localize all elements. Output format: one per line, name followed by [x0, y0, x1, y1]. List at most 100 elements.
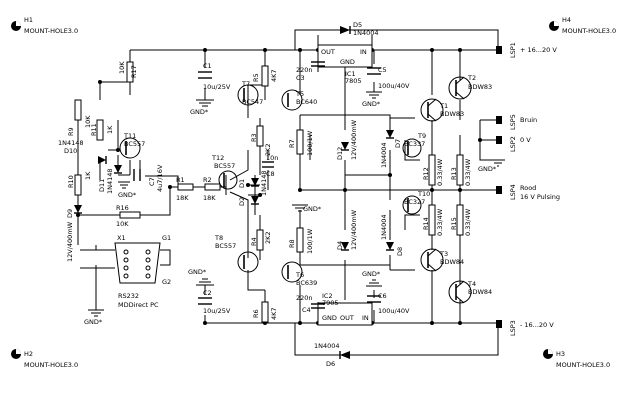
svg-text:LSP1: LSP1	[509, 42, 517, 58]
svg-text:T9: T9	[417, 132, 426, 140]
diode-d9: D9 12V/400mW	[66, 205, 82, 262]
resistor-r15: R15 0.33/4W	[450, 204, 472, 236]
resistor-r2: R2 18K	[203, 176, 221, 202]
diode-d6: 1N4004 D6	[314, 342, 350, 368]
transistor-t12: T12 BC557	[211, 154, 238, 190]
svg-text:R16: R16	[116, 204, 129, 212]
transistor-t2: T2 BDW83	[448, 74, 492, 100]
svg-text:100/1W: 100/1W	[306, 130, 314, 156]
svg-text:10n: 10n	[266, 154, 278, 162]
resistor-r8: R8 100/1W	[288, 227, 314, 254]
connector-x1: X1 G1 G2 RS232 MDDirect PC	[114, 234, 171, 309]
diode-d2: D2 1N4148	[238, 170, 268, 206]
connector-lsp3: LSP3 - 16...20 V	[496, 320, 554, 336]
svg-text:18K: 18K	[203, 194, 216, 202]
capacitor-c6: C6 100u/40V	[367, 292, 410, 315]
svg-text:7905: 7905	[322, 299, 339, 307]
svg-text:10u/25V: 10u/25V	[203, 307, 231, 315]
svg-text:1N4148: 1N4148	[106, 168, 114, 194]
svg-text:BC337: BC337	[404, 140, 425, 148]
svg-text:C1: C1	[203, 62, 212, 70]
svg-text:IC2: IC2	[322, 292, 333, 300]
svg-text:R10: R10	[67, 175, 75, 188]
svg-text:10K: 10K	[84, 115, 92, 128]
svg-text:0.33/4W: 0.33/4W	[436, 208, 444, 236]
connector-lsp1: LSP1 + 16...20 V	[496, 42, 557, 58]
mount-hole-h1: H1 MOUNT-HOLE3.0	[11, 16, 78, 35]
svg-text:D2: D2	[238, 197, 246, 206]
svg-text:BDW84: BDW84	[440, 258, 464, 266]
connector-lsp5: LSP5 Bruin	[496, 114, 537, 130]
svg-text:R13: R13	[450, 167, 458, 180]
transistor-t6: T6 BC639	[281, 261, 317, 287]
svg-text:BC557: BC557	[124, 140, 145, 148]
transistor-t9: T9 BC337	[402, 132, 426, 158]
svg-text:MOUNT-HOLE3.0: MOUNT-HOLE3.0	[562, 27, 616, 35]
svg-text:C2: C2	[203, 289, 212, 297]
svg-text:H2: H2	[24, 350, 33, 358]
svg-text:D11: D11	[98, 179, 106, 192]
svg-text:R1: R1	[176, 176, 185, 184]
svg-text:R5: R5	[252, 73, 260, 82]
svg-text:MOUNT-HOLE3.0: MOUNT-HOLE3.0	[556, 361, 610, 369]
svg-text:H3: H3	[556, 350, 565, 358]
svg-text:GND: GND	[322, 314, 337, 322]
svg-text:G1: G1	[162, 234, 171, 242]
svg-text:T8: T8	[214, 234, 223, 242]
diode-d11: D11 1N4148	[98, 165, 122, 194]
svg-text:BC327: BC327	[404, 198, 425, 206]
connector-lsp4: LSP4 Rood 16 V Pulsing	[496, 184, 560, 201]
transistor-t10: T10 BC327	[402, 190, 430, 215]
svg-text:GND*: GND*	[362, 270, 381, 278]
svg-text:GND*: GND*	[188, 268, 207, 276]
svg-text:4K7: 4K7	[270, 307, 278, 320]
mount-hole-h4: H4 MOUNT-HOLE3.0	[549, 16, 616, 35]
transistor-t5: T5 BC640	[281, 89, 317, 111]
svg-text:R9: R9	[67, 127, 75, 136]
capacitor-c7: C7 4u7/16V	[133, 164, 164, 192]
svg-text:C4: C4	[302, 306, 311, 314]
svg-text:D10: D10	[64, 147, 77, 155]
resistor-r7: R7 100/1W	[288, 129, 314, 156]
svg-text:D7: D7	[394, 139, 402, 148]
diode-d3: D12 12V/400mW	[336, 119, 358, 160]
resistor-r1: R1 18K	[176, 176, 194, 202]
svg-text:R2: R2	[203, 176, 212, 184]
resistor-r6: R6 4K7	[252, 301, 278, 323]
diode-d10: 1N4148 D10	[58, 139, 107, 164]
svg-text:220n: 220n	[296, 66, 313, 74]
mount-hole-h2: H2 MOUNT-HOLE3.0	[11, 349, 78, 369]
svg-text:H1: H1	[24, 16, 33, 24]
svg-text:T6: T6	[295, 271, 304, 279]
svg-text:R12: R12	[422, 167, 430, 180]
svg-text:GND*: GND*	[362, 100, 381, 108]
resistor-r10: R10 1K	[67, 171, 92, 196]
svg-text:RS232: RS232	[118, 292, 139, 300]
svg-text:T2: T2	[467, 74, 476, 82]
svg-text:2K2: 2K2	[264, 231, 272, 244]
diode-d5: D5 1N4004	[340, 21, 379, 37]
resistor-r5: R5 4K7	[252, 65, 278, 87]
svg-text:Rood: Rood	[520, 184, 536, 192]
svg-text:MOUNT-HOLE3.0: MOUNT-HOLE3.0	[24, 27, 78, 35]
svg-text:4K7: 4K7	[270, 69, 278, 82]
svg-text:R14: R14	[422, 217, 430, 230]
svg-text:10K: 10K	[118, 61, 126, 74]
svg-text:7805: 7805	[345, 77, 362, 85]
capacitor-c5: C5 100u/40V	[367, 66, 410, 90]
svg-text:- 16...20 V: - 16...20 V	[520, 321, 554, 329]
svg-text:4u7/16V: 4u7/16V	[156, 164, 164, 192]
resistor-r14: R14 0.33/4W	[422, 204, 444, 236]
svg-text:R3: R3	[250, 133, 258, 142]
svg-text:220n: 220n	[296, 294, 313, 302]
svg-text:100/1W: 100/1W	[306, 228, 314, 254]
ground-symbols: GND* GND* GND* GND* GND* GND* GND* GND*	[84, 91, 505, 326]
svg-text:R15: R15	[450, 217, 458, 230]
svg-text:1N4148: 1N4148	[58, 139, 84, 147]
svg-text:1N4004: 1N4004	[380, 142, 388, 168]
wires	[77, 29, 499, 356]
resistor-r3: R3 2K2	[250, 125, 272, 156]
svg-text:T1: T1	[439, 102, 448, 110]
transistor-t8: T8 BC557	[214, 234, 259, 273]
svg-text:R17: R17	[130, 65, 138, 78]
